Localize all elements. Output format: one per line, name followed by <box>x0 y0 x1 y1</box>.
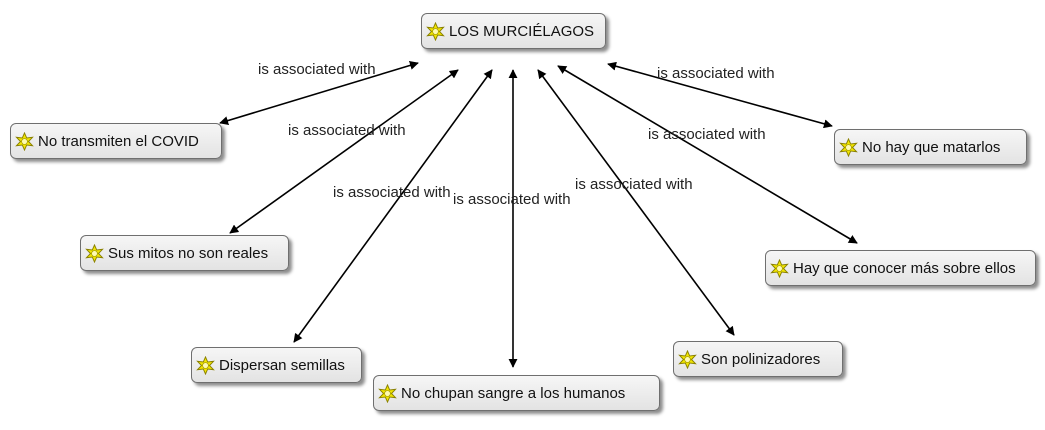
concept-star-icon <box>378 383 397 403</box>
edge-label: is associated with <box>258 61 376 78</box>
concept-star-icon <box>15 131 34 151</box>
node-label: Sus mitos no son reales <box>108 244 269 262</box>
node-label: No transmiten el COVID <box>38 132 199 150</box>
center-node-label: LOS MURCIÉLAGOS <box>449 22 595 40</box>
node-son-polinizadores[interactable]: Son polinizadores <box>673 341 843 377</box>
connector-matarlos <box>607 61 833 129</box>
node-no-matarlos[interactable]: No hay que matarlos <box>834 129 1027 165</box>
concept-star-icon <box>678 349 697 369</box>
node-no-chupan-sangre[interactable]: No chupan sangre a los humanos <box>373 375 660 411</box>
connector-mitos <box>229 69 459 234</box>
node-label: Dispersan semillas <box>219 356 345 374</box>
node-conocer-mas[interactable]: Hay que conocer más sobre ellos <box>765 250 1036 286</box>
node-label: No chupan sangre a los humanos <box>401 384 626 402</box>
node-label: No hay que matarlos <box>862 138 1001 156</box>
concept-star-icon <box>839 137 858 157</box>
node-label: Hay que conocer más sobre ellos <box>793 259 1016 277</box>
concept-star-icon <box>770 258 789 278</box>
node-dispersan-semillas[interactable]: Dispersan semillas <box>191 347 362 383</box>
center-node[interactable]: LOS MURCIÉLAGOS <box>421 13 606 49</box>
edge-label: is associated with <box>288 122 406 139</box>
connector-semillas <box>293 69 493 343</box>
node-mitos-no-reales[interactable]: Sus mitos no son reales <box>80 235 289 271</box>
concept-star-icon <box>426 21 445 41</box>
edge-label: is associated with <box>575 176 693 193</box>
edge-label: is associated with <box>657 65 775 82</box>
edge-label: is associated with <box>648 126 766 143</box>
node-label: Son polinizadores <box>701 350 821 368</box>
concept-star-icon <box>85 243 104 263</box>
edge-label: is associated with <box>453 191 571 208</box>
concept-star-icon <box>196 355 215 375</box>
node-no-transmiten-covid[interactable]: No transmiten el COVID <box>10 123 222 159</box>
connector-conocer <box>557 65 858 244</box>
edge-label: is associated with <box>333 184 451 201</box>
